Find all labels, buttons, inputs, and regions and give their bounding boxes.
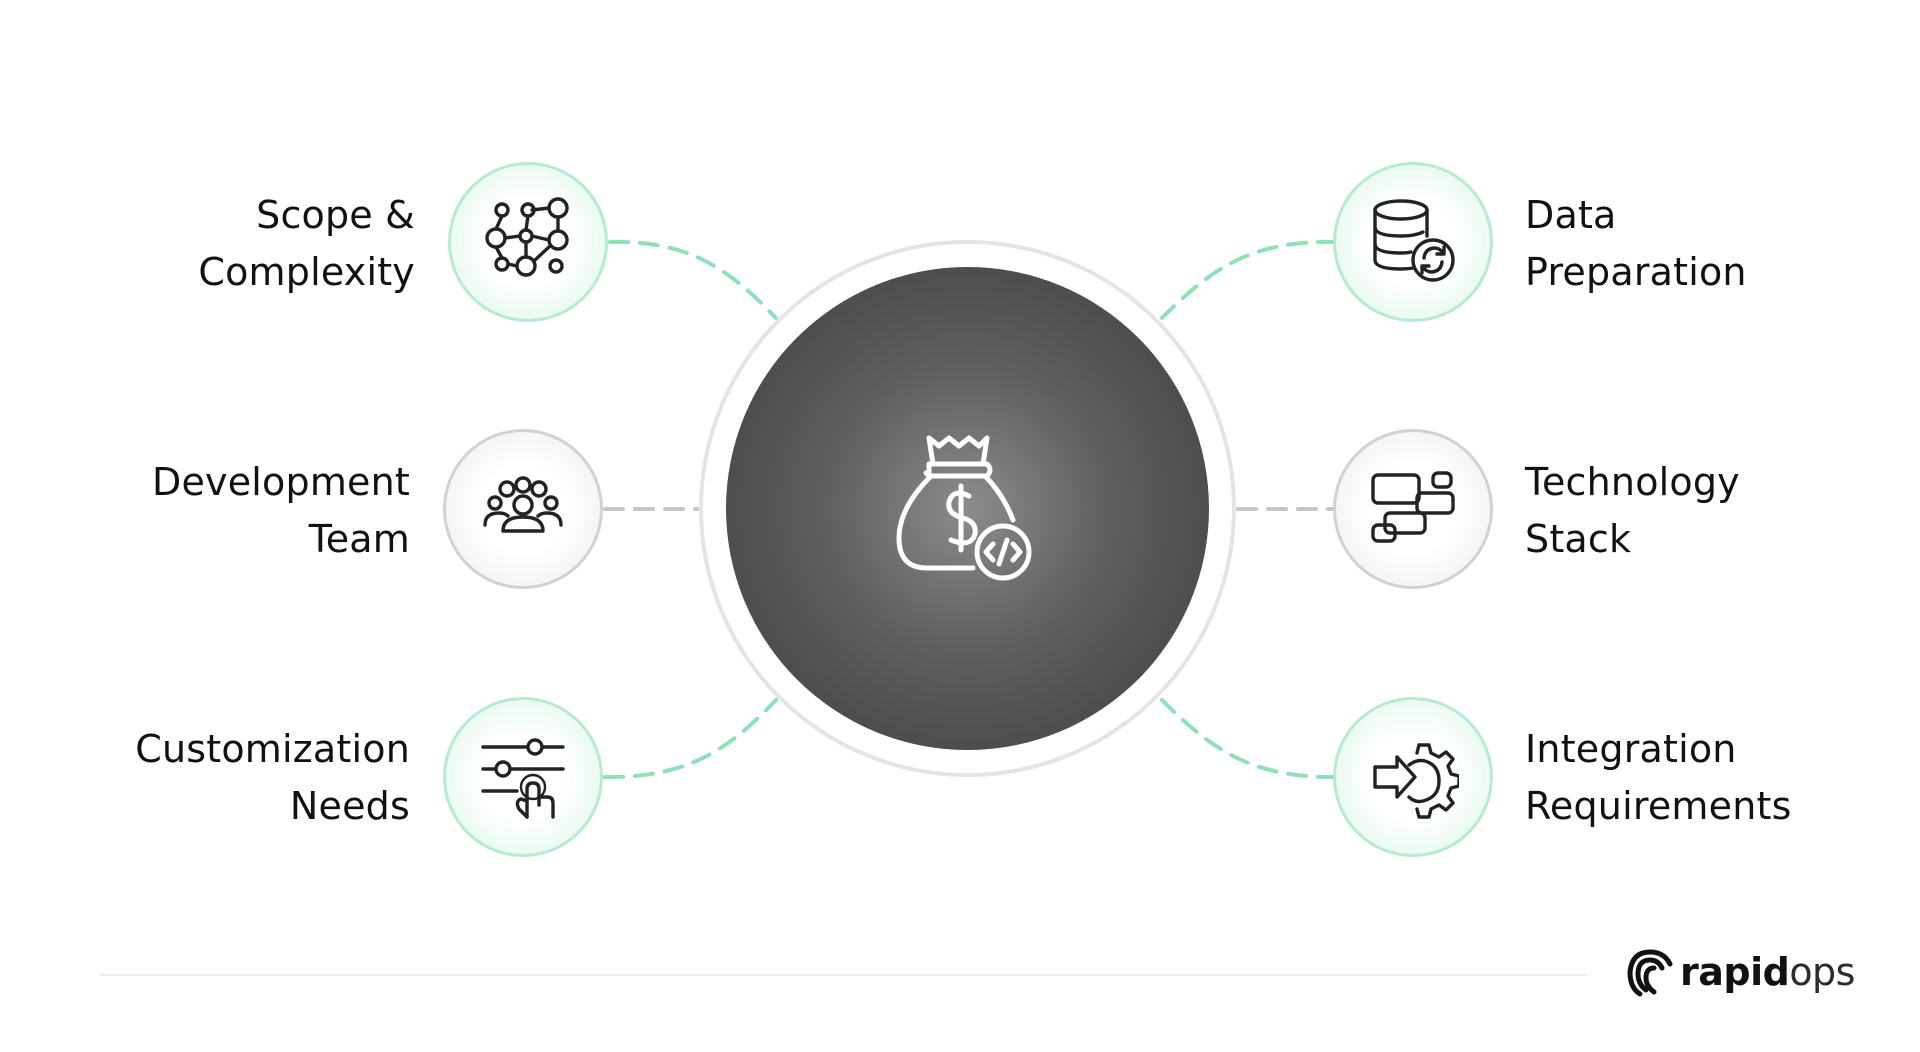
- scope-label: Scope & Complexity: [198, 187, 415, 301]
- custom-label: Customization Needs: [135, 721, 410, 835]
- money-bag-code-icon: [896, 435, 1032, 581]
- tech-label-line2: Stack: [1525, 517, 1632, 561]
- team-label-line2: Team: [308, 517, 410, 561]
- brand-wordmark: rapidops: [1680, 946, 1855, 998]
- tech-node: [1333, 429, 1493, 589]
- brand-light-text: ops: [1789, 950, 1855, 994]
- integration-node: [1333, 697, 1493, 857]
- brand-logo: rapidops: [1624, 944, 1855, 1000]
- data-label-line2: Preparation: [1525, 250, 1747, 294]
- database-sync-icon: [1373, 199, 1455, 282]
- team-label: Development Team: [152, 454, 410, 568]
- integration-label: Integration Requirements: [1525, 721, 1792, 835]
- scope-label-line1: Scope &: [256, 193, 415, 237]
- brand-bold-text: rapid: [1680, 950, 1790, 994]
- rapidops-logo-icon: [1627, 949, 1673, 997]
- connector-integration: [1160, 698, 1338, 780]
- connector-data: [1160, 239, 1338, 320]
- data-node: [1333, 162, 1493, 322]
- tech-label-line1: Technology: [1525, 460, 1740, 504]
- arrow-gear-icon: [1373, 743, 1459, 819]
- connector-custom: [603, 698, 778, 780]
- data-label: Data Preparation: [1525, 187, 1747, 301]
- center-circle: [726, 267, 1209, 750]
- data-label-line1: Data: [1525, 193, 1617, 237]
- integration-label-line2: Requirements: [1525, 784, 1792, 828]
- sliders-pointer-icon: [481, 738, 565, 819]
- connector-scope: [608, 239, 778, 320]
- custom-node: [443, 697, 603, 857]
- scope-node: [448, 162, 608, 322]
- team-node: [443, 429, 603, 589]
- scope-label-line2: Complexity: [198, 250, 415, 294]
- team-icon: [483, 476, 563, 533]
- tech-label: Technology Stack: [1525, 454, 1740, 568]
- footer-divider: [100, 974, 1587, 976]
- custom-label-line1: Customization: [135, 727, 410, 771]
- team-label-line1: Development: [151, 460, 410, 504]
- stack-blocks-icon: [1371, 471, 1455, 543]
- custom-label-line2: Needs: [289, 784, 410, 828]
- integration-label-line1: Integration: [1525, 727, 1737, 771]
- network-graph-icon: [485, 197, 569, 277]
